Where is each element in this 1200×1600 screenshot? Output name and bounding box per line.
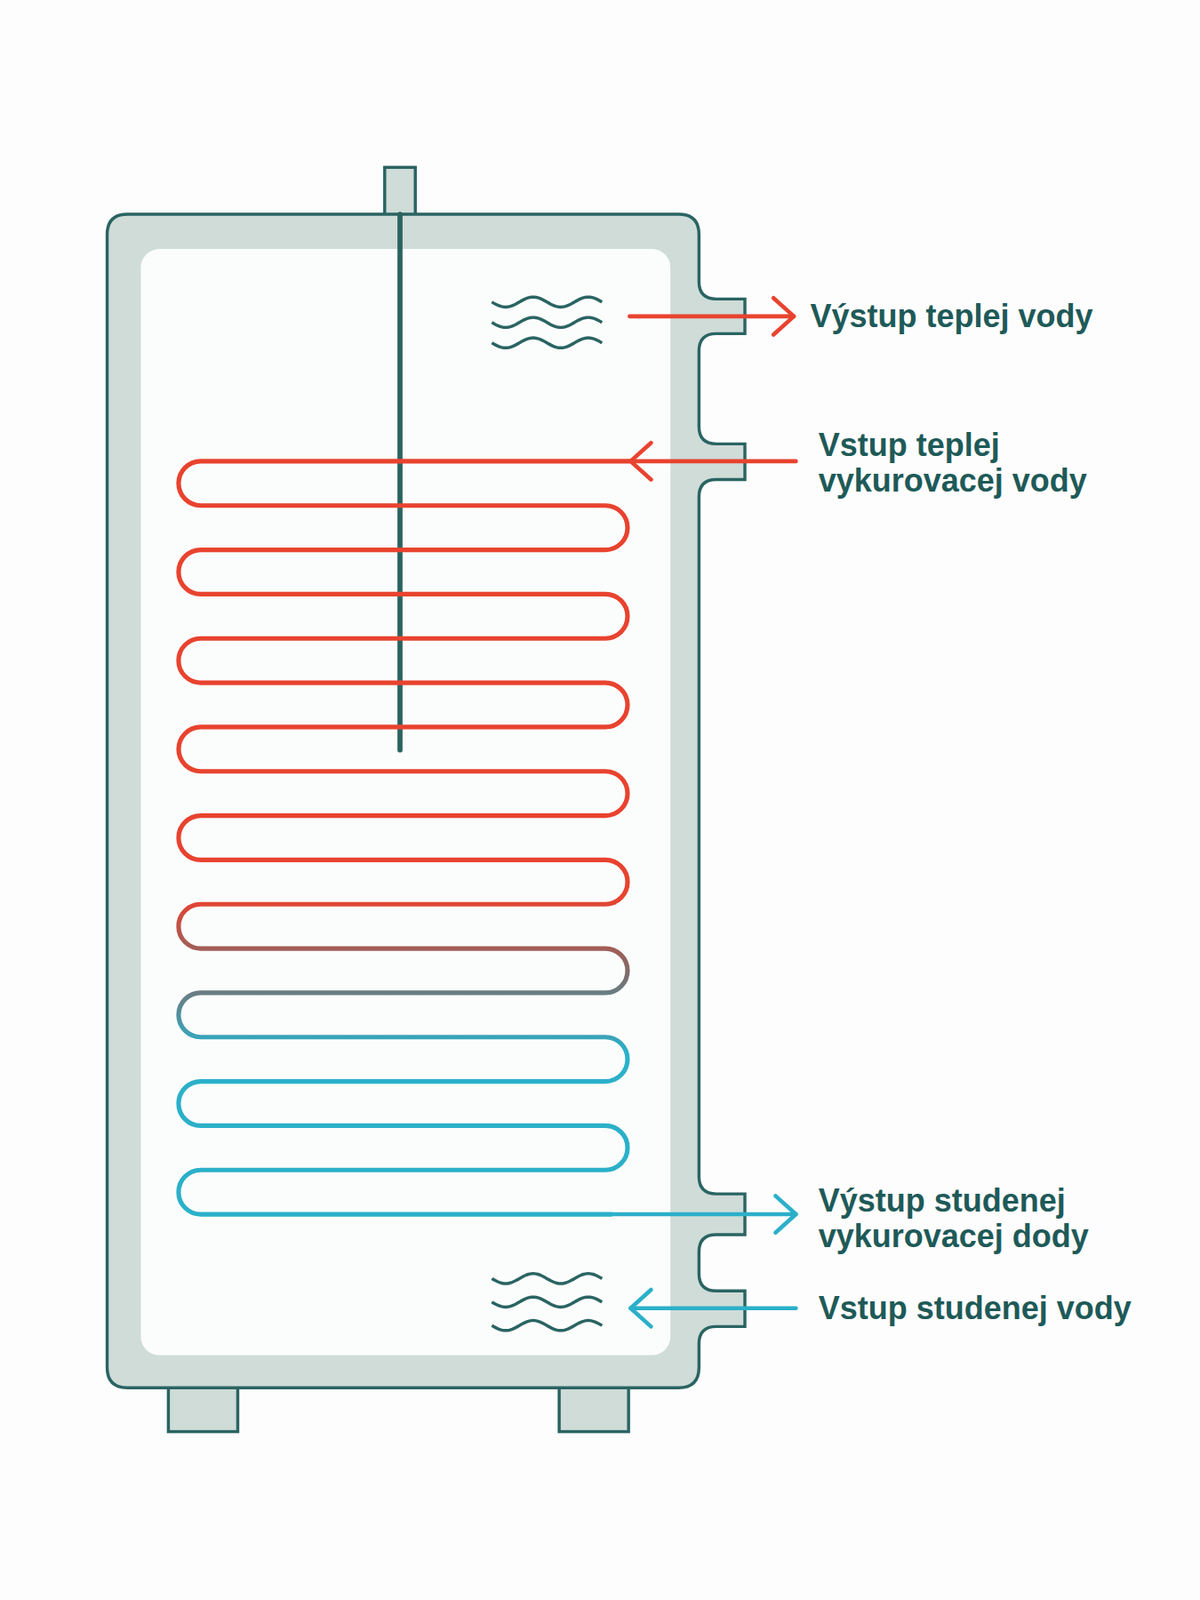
- coil-tube: [178, 461, 632, 1215]
- wave-line: [491, 337, 602, 348]
- anode-rod: [397, 214, 403, 751]
- arrow-head: [630, 442, 651, 480]
- heating-coil: [178, 461, 632, 1215]
- anode-cap: [384, 167, 416, 216]
- tank-foot: [559, 1385, 629, 1432]
- tank-foot: [168, 1385, 238, 1432]
- inlet-arrow: [630, 459, 796, 464]
- water-waves: [491, 296, 602, 1331]
- arrow-head: [773, 297, 794, 335]
- wave-line: [491, 296, 602, 307]
- outlet-arrow: [629, 314, 794, 320]
- outlet-arrow: [612, 1212, 797, 1217]
- wave-line: [491, 317, 602, 328]
- arrow-head: [775, 1195, 796, 1232]
- callout-label: Výstup teplej vody: [809, 298, 1200, 335]
- tank-interior: [140, 248, 671, 1355]
- callout-label: Vstup studenej vody: [818, 1290, 1200, 1327]
- arrow-head: [630, 1289, 651, 1327]
- callout-label: Výstup studenej vykurovacej dody: [818, 1182, 1157, 1255]
- wave-line: [491, 1273, 602, 1284]
- tank-shell: [107, 214, 745, 1388]
- wave-line: [491, 1296, 602, 1307]
- callout-label: Vstup teplej vykurovacej vody: [818, 427, 1157, 500]
- inlet-arrow: [630, 1305, 796, 1311]
- wave-line: [491, 1320, 602, 1331]
